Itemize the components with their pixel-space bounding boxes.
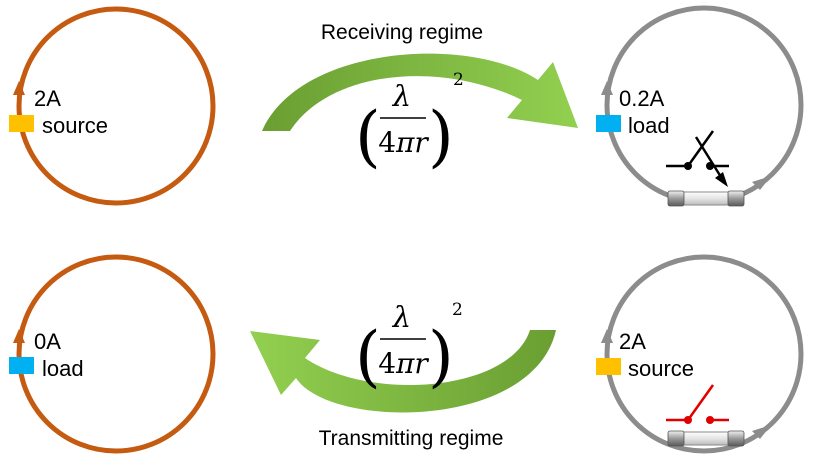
current-direction-arrow-icon (13, 329, 25, 343)
loop-bottom-left-ring (16, 254, 216, 454)
fuse-icon (667, 190, 745, 207)
current-label: 0A (34, 329, 61, 354)
loop-bottom-right-ring (604, 254, 804, 454)
current-direction-arrow-icon (601, 329, 613, 343)
formula-exponent: 2 (452, 300, 463, 320)
current-label: 2A (34, 86, 61, 111)
formula-bottom: ( λ 4πr ) 2 (355, 300, 463, 395)
formula-denominator: 4πr (378, 347, 429, 380)
current-label: 0.2A (619, 86, 665, 111)
current-direction-arrow-icon (752, 176, 771, 190)
paren-right: ) (428, 98, 454, 175)
formula-numerator: λ (392, 300, 411, 334)
load-marker (596, 115, 621, 132)
load-marker (9, 357, 34, 374)
curved-arrow-left-icon (250, 330, 556, 413)
role-label: load (42, 356, 84, 381)
formula-denominator: 4πr (378, 126, 429, 159)
formula-top: ( λ 4πr ) 2 (355, 70, 464, 175)
source-marker (596, 358, 621, 375)
loop-bottom-left: 0A load (9, 254, 216, 454)
source-marker (9, 115, 34, 132)
current-direction-arrow-icon (752, 425, 771, 439)
receiving-regime-label: Receiving regime (321, 21, 483, 44)
transmitting-regime-label: Transmitting regime (319, 427, 504, 450)
role-label: load (628, 113, 670, 138)
formula-exponent: 2 (453, 70, 464, 90)
current-label: 2A (619, 329, 646, 354)
transmitting-arrow (250, 330, 556, 413)
switch-open-icon (666, 384, 729, 424)
curved-arrow-right-icon (262, 53, 578, 131)
fuse-icon (667, 430, 745, 447)
switch-closed-icon (666, 130, 729, 187)
loop-top-right: 0.2A load (596, 5, 804, 207)
current-direction-arrow-icon (13, 81, 25, 95)
loop-top-left-ring (16, 6, 216, 206)
role-label: source (628, 356, 694, 381)
current-direction-arrow-icon (601, 81, 613, 95)
paren-left: ( (355, 98, 381, 175)
loop-bottom-right: 2A source (596, 254, 804, 454)
paren-right: ) (428, 318, 454, 395)
paren-left: ( (355, 318, 381, 395)
role-label: source (42, 113, 108, 138)
loop-top-left: 2A source (9, 6, 216, 206)
receiving-arrow (262, 53, 578, 131)
formula-numerator: λ (392, 79, 411, 113)
